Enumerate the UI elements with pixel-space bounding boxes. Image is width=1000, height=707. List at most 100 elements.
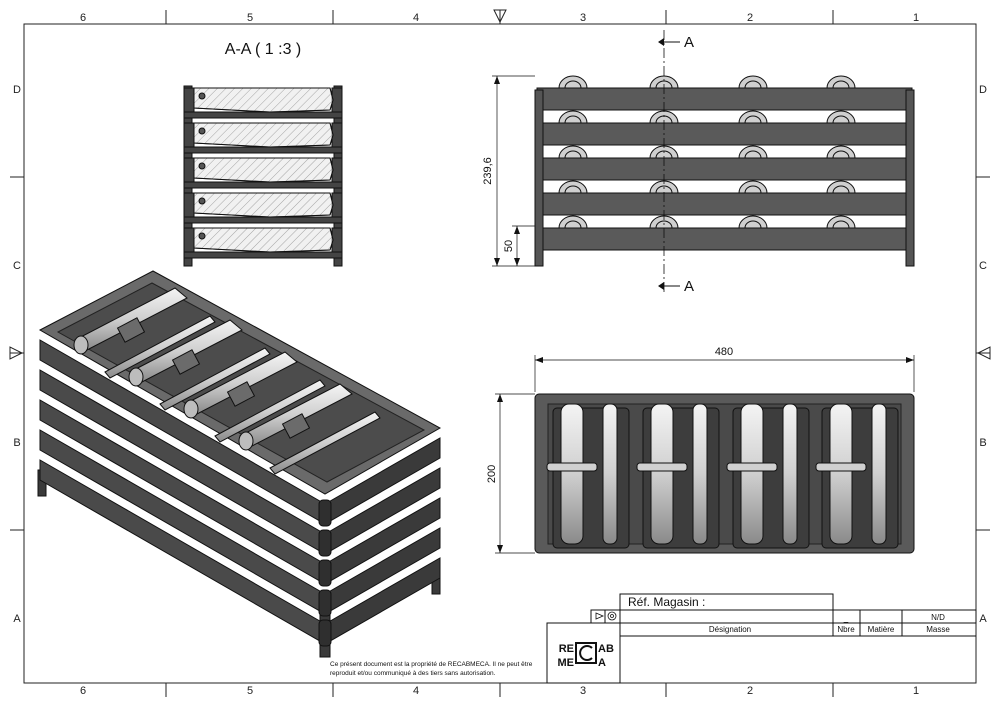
top-part-crossbar (815, 462, 867, 472)
logo-a: A (598, 657, 606, 669)
top-part-crossbar (726, 462, 778, 472)
section-tray-wall (183, 192, 195, 218)
front-part-ring (564, 185, 582, 194)
iso-part-end (183, 399, 199, 419)
zone-col-top-3: 3 (580, 12, 586, 24)
front-part-ring (564, 80, 582, 89)
nbre-label: Nbre (837, 625, 855, 634)
front-part-ring (564, 220, 582, 229)
front-part-end (826, 75, 856, 89)
nbre-value: _ (843, 614, 849, 623)
zone-row-left-a: A (13, 613, 21, 625)
zone-row-right-b: B (979, 437, 986, 449)
iso-part-block (226, 381, 256, 407)
front-tray-level (536, 110, 913, 146)
front-tray-bar (536, 87, 913, 111)
front-part-ring (655, 80, 673, 89)
zone-row-right-c: C (979, 260, 987, 272)
front-part-end (558, 215, 588, 229)
logo-ab: AB (598, 643, 614, 655)
iso-tray-post (318, 499, 332, 527)
top-view: 480 200 (486, 346, 915, 554)
zone-col-top-5: 5 (247, 12, 253, 24)
section-pin (198, 92, 206, 100)
front-part-ring (832, 80, 850, 89)
front-part-end (738, 110, 768, 124)
front-part-end (826, 110, 856, 124)
front-tray-level (536, 180, 913, 216)
iso-part-block (171, 349, 201, 375)
iso-tray-level (39, 339, 441, 527)
section-tray-level (183, 157, 343, 189)
section-pin (198, 232, 206, 240)
section-tray-wall (183, 227, 195, 253)
iso-part-secondary (269, 411, 381, 475)
section-tray-floor (183, 146, 343, 154)
iso-part-group (183, 351, 326, 443)
front-part-end (738, 180, 768, 194)
front-part-end (826, 215, 856, 229)
recabmeca-logo: RE AB ME A (558, 642, 614, 669)
top-pocket-group (636, 403, 720, 549)
top-pocket-group (815, 403, 899, 549)
top-part-secondary (782, 403, 798, 545)
iso-tray-level (39, 369, 441, 557)
top-pocket-group (726, 403, 810, 549)
section-tray-level (183, 192, 343, 224)
ownership-notice: Ce présent document est la propriété de … (330, 661, 533, 677)
top-part-main (829, 403, 853, 545)
zone-row-right-d: D (979, 84, 987, 96)
notice-line-1: Ce présent document est la propriété de … (330, 661, 533, 668)
iso-part-block (116, 317, 146, 343)
sheet-frame (9, 9, 991, 697)
section-part-fill (193, 192, 334, 218)
front-part-ring (655, 185, 673, 194)
zone-row-left-c: C (13, 260, 21, 272)
iso-part-group (128, 319, 271, 411)
front-part-end (738, 215, 768, 229)
masse-label: Masse (926, 625, 950, 634)
top-pocket-group (546, 403, 630, 549)
front-part-end (738, 145, 768, 159)
cut-letter-bottom: A (684, 278, 694, 295)
section-part-fill (193, 122, 334, 148)
zone-row-left-b: B (13, 437, 20, 449)
section-tray-floor (183, 111, 343, 119)
iso-part-end (73, 335, 89, 355)
top-part-secondary (602, 403, 618, 545)
ref-magasin-label: Réf. Magasin : (628, 595, 705, 609)
section-tray-level (183, 227, 343, 259)
section-view-a-a: A-A ( 1 :3 ) (183, 41, 343, 267)
notice-line-2: reproduit et/ou communiqué à des tiers s… (330, 670, 496, 677)
logo-me: ME (558, 657, 575, 669)
cut-letter-top: A (684, 34, 694, 51)
section-part-fill (193, 227, 334, 253)
iso-tray-post (318, 619, 332, 647)
zone-col-top-2: 2 (747, 12, 753, 24)
front-tray-bar (536, 157, 913, 181)
front-view: A A 239,6 50 (482, 30, 915, 295)
dim-pitch: 50 (503, 240, 515, 252)
section-tray-level (183, 87, 343, 119)
front-part-ring (564, 115, 582, 124)
front-part-end (738, 75, 768, 89)
front-part-end (558, 75, 588, 89)
section-pin (198, 127, 206, 135)
section-view-title: A-A ( 1 :3 ) (225, 41, 301, 58)
iso-part-group (238, 383, 381, 475)
section-part-fill (193, 87, 334, 113)
front-tray-bar (536, 192, 913, 216)
front-part-end (558, 180, 588, 194)
section-tray-floor (183, 251, 343, 259)
top-part-secondary (692, 403, 708, 545)
front-part-ring (832, 115, 850, 124)
section-tray-floor (183, 216, 343, 224)
front-part-ring (744, 115, 762, 124)
front-part-ring (744, 150, 762, 159)
iso-part-end (128, 367, 144, 387)
top-part-crossbar (546, 462, 598, 472)
iso-part-end (238, 431, 254, 451)
front-part-end (826, 180, 856, 194)
zone-col-bottom-4: 4 (413, 685, 419, 697)
iso-tray-level (39, 399, 441, 587)
